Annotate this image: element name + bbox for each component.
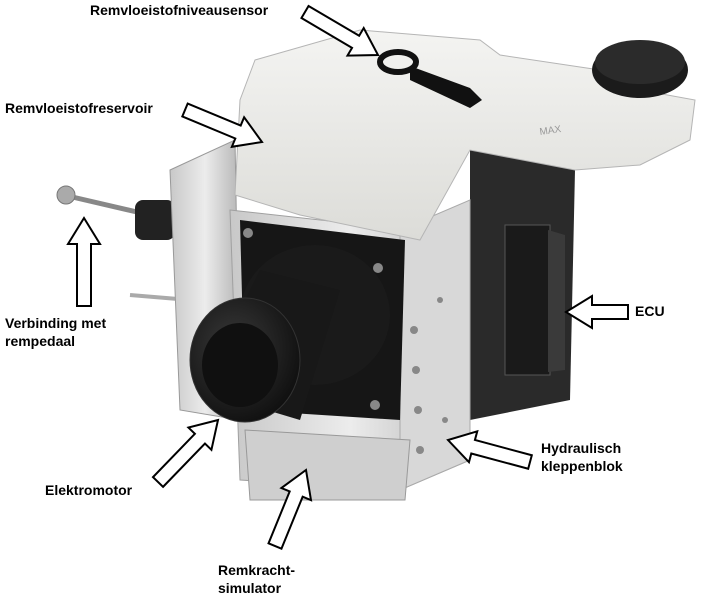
pedal-rod — [56, 185, 191, 302]
arrow-simulator-icon — [267, 468, 313, 550]
label-valve-block: Hydraulisch kleppenblok — [541, 439, 623, 475]
arrow-level-sensor-icon — [300, 4, 380, 57]
ecu-block — [470, 140, 575, 420]
label-ecu: ECU — [635, 303, 665, 319]
max-marking: MAX — [539, 124, 562, 138]
label-pedal-line1: Verbinding met — [5, 315, 107, 331]
label-simulator-line2: simulator — [218, 580, 282, 594]
label-simulator: Remkracht- simulator — [218, 561, 295, 594]
arrow-valve-block-icon — [446, 429, 534, 470]
label-motor: Elektromotor — [45, 482, 133, 498]
arrows — [66, 4, 629, 550]
simulator-shape — [244, 429, 411, 501]
arrow-reservoir-icon — [181, 102, 264, 149]
arrow-ecu-icon — [564, 294, 629, 330]
arrow-pedal-icon — [66, 216, 102, 307]
label-level-sensor: Remvloeistofniveausensor — [90, 2, 269, 18]
reservoir-shape: MAX — [234, 29, 696, 241]
label-valve-line1: Hydraulisch — [541, 440, 622, 456]
label-valve-line2: kleppenblok — [541, 458, 623, 474]
arrow-motor-icon — [151, 418, 220, 489]
label-pedal-line2: rempedaal — [5, 333, 76, 349]
label-pedal-connection: Verbinding met rempedaal — [5, 314, 106, 350]
motor-shape — [189, 245, 390, 423]
label-reservoir: Remvloeistofreservoir — [5, 100, 153, 116]
label-simulator-line1: Remkracht- — [218, 562, 296, 578]
